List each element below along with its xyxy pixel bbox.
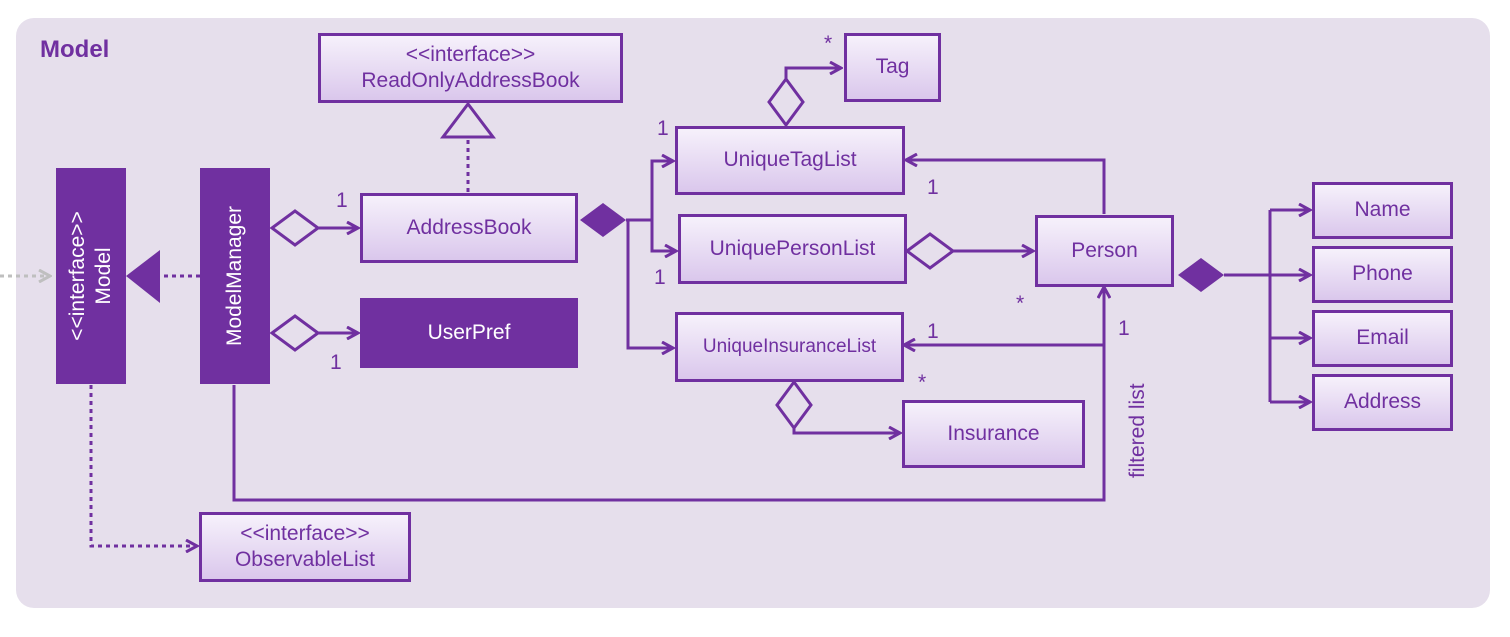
readonlyaddressbook-box[interactable]: <<interface>> ReadOnlyAddressBook xyxy=(318,33,623,103)
uniqueinsurancelist-box[interactable]: UniqueInsuranceList xyxy=(675,312,904,382)
uniquetaglist-box[interactable]: UniqueTagList xyxy=(675,126,905,195)
tag-name: Tag xyxy=(875,55,910,79)
phone-box[interactable]: Phone xyxy=(1312,246,1453,303)
name-class-name: Name xyxy=(1354,198,1411,222)
readonlyaddressbook-name: ReadOnlyAddressBook xyxy=(361,69,580,92)
email-box[interactable]: Email xyxy=(1312,310,1453,367)
multiplicity-taglist-left: 1 xyxy=(657,117,669,140)
phone-class-name: Phone xyxy=(1352,262,1413,286)
filtered-list-label: filtered list xyxy=(1126,383,1149,478)
insurance-name: Insurance xyxy=(947,421,1040,445)
multiplicity-insurancelist-right: 1 xyxy=(1118,317,1130,340)
aggregation-diamond-tag xyxy=(767,76,805,128)
address-class-name: Address xyxy=(1343,390,1422,414)
person-name: Person xyxy=(1071,238,1138,262)
userpref-box[interactable]: UserPref xyxy=(360,298,578,368)
multiplicity-taglist-right: 1 xyxy=(927,176,939,199)
name-box[interactable]: Name xyxy=(1312,182,1453,239)
realization-triangle-model xyxy=(126,250,160,303)
multiplicity-person: * xyxy=(1016,292,1025,315)
model-interface-box[interactable]: <<interface>> Model xyxy=(56,168,126,384)
multiplicity-personlist: 1 xyxy=(654,266,666,289)
multiplicity-tag: * xyxy=(824,32,833,55)
observablelist-stereotype: <<interface>> xyxy=(240,521,370,545)
package-title: Model xyxy=(40,36,110,63)
multiplicity-userpref: 1 xyxy=(330,351,342,374)
uniquepersonlist-name: UniquePersonList xyxy=(709,236,876,260)
observablelist-box[interactable]: <<interface>> ObservableList xyxy=(199,512,411,582)
uniquetaglist-name: UniqueTagList xyxy=(723,148,857,172)
dependency-line-observablelist xyxy=(89,385,197,546)
uniquepersonlist-box[interactable]: UniquePersonList xyxy=(678,214,907,284)
model-interface-label: <<interface>> Model xyxy=(65,211,118,341)
modelmanager-box[interactable]: ModelManager xyxy=(200,168,270,384)
address-box[interactable]: Address xyxy=(1312,374,1453,431)
multiplicity-insurancelist-left: 1 xyxy=(927,320,939,343)
email-class-name: Email xyxy=(1356,326,1409,350)
addressbook-name: AddressBook xyxy=(406,215,532,239)
observablelist-name: ObservableList xyxy=(234,548,376,571)
addressbook-box[interactable]: AddressBook xyxy=(360,193,578,263)
composition-diamond-person xyxy=(1178,258,1224,292)
aggregation-diamond-insurance xyxy=(775,379,813,431)
model-name: Model xyxy=(92,247,115,305)
aggregation-diamond-person xyxy=(904,232,956,270)
modelmanager-name: ModelManager xyxy=(222,205,246,347)
aggregation-diamond-addressbook xyxy=(269,209,321,247)
composition-diamond-addressbook xyxy=(580,203,626,237)
insurance-box[interactable]: Insurance xyxy=(902,400,1085,468)
model-stereotype: <<interface>> xyxy=(65,211,89,341)
multiplicity-addressbook: 1 xyxy=(336,189,348,212)
multiplicity-insurance: * xyxy=(918,371,927,394)
readonlyaddressbook-stereotype: <<interface>> xyxy=(405,42,536,66)
aggregation-diamond-userpref xyxy=(269,314,321,352)
person-box[interactable]: Person xyxy=(1035,215,1174,287)
realization-triangle-readonly xyxy=(439,101,497,139)
uniqueinsurancelist-name: UniqueInsuranceList xyxy=(702,336,877,358)
tag-box[interactable]: Tag xyxy=(844,33,941,102)
userpref-name: UserPref xyxy=(427,320,511,344)
